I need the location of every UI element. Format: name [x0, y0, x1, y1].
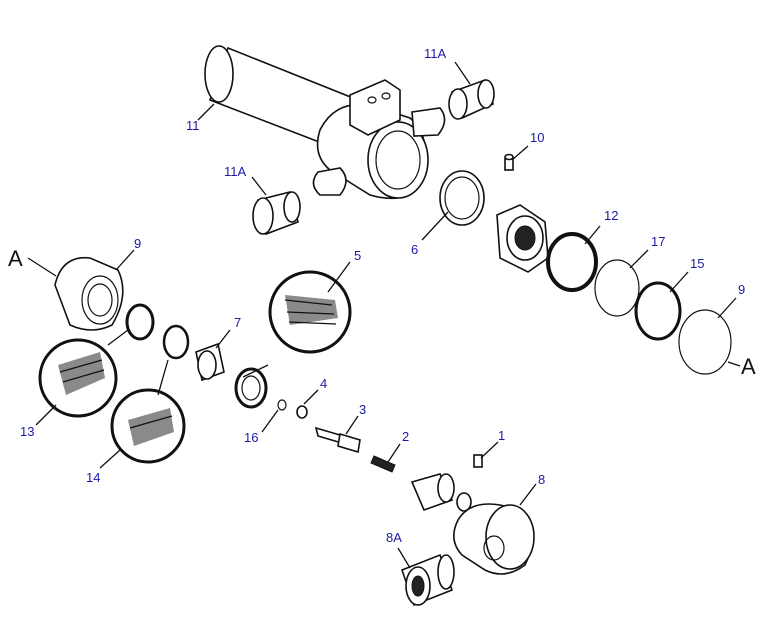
callout-15: 15	[690, 256, 704, 271]
detail-bubble-13	[38, 338, 118, 418]
callout-9-left: 9	[134, 236, 141, 251]
ring-9-right	[678, 309, 732, 375]
grease-fitting-10	[504, 153, 514, 171]
callout-14: 14	[86, 470, 100, 485]
callout-1: 1	[498, 428, 505, 443]
spring-2	[370, 455, 396, 473]
callout-8a: 8A	[386, 530, 402, 545]
callout-8: 8	[538, 472, 545, 487]
detail-bubble-5	[268, 270, 352, 354]
callout-11a-left: 11A	[224, 164, 246, 179]
cylinder-barrel	[204, 45, 446, 200]
snap-ring-16	[277, 399, 287, 411]
callout-6: 6	[411, 242, 418, 257]
bushing-11a-top	[448, 78, 495, 120]
seal-5	[234, 367, 268, 409]
callout-11: 11	[186, 118, 200, 133]
callout-12: 12	[604, 208, 618, 223]
o-ring-13	[125, 303, 155, 341]
callout-16: 16	[244, 430, 258, 445]
ring-9-left	[54, 256, 124, 331]
fitting-1	[473, 454, 483, 468]
detail-bubble-14	[110, 388, 186, 464]
callout-4: 4	[320, 376, 327, 391]
rod-eye-8	[453, 503, 535, 575]
callout-13: 13	[20, 424, 34, 439]
reference-mark-left: A	[8, 246, 23, 271]
bushing-11a-left	[252, 191, 301, 236]
callout-5: 5	[354, 248, 361, 263]
pin-3	[314, 426, 361, 454]
leader-lines	[27, 61, 741, 569]
callout-17: 17	[651, 234, 665, 249]
seal-15	[634, 281, 682, 341]
backup-ring-14	[162, 324, 190, 360]
bushing-8a	[400, 553, 455, 607]
ring-6	[439, 170, 485, 226]
seal-17	[594, 259, 640, 317]
cylinder-head	[496, 204, 549, 273]
callout-10: 10	[530, 130, 544, 145]
seal-12	[546, 232, 598, 292]
callout-3: 3	[359, 402, 366, 417]
spacer-7	[195, 342, 225, 382]
callout-9-right: 9	[738, 282, 745, 297]
callout-2: 2	[402, 429, 409, 444]
callout-7: 7	[234, 315, 241, 330]
reference-mark-right: A	[741, 354, 756, 379]
washer-4	[296, 405, 308, 419]
callout-11a-top: 11A	[424, 46, 446, 61]
plug-insert	[410, 473, 472, 512]
